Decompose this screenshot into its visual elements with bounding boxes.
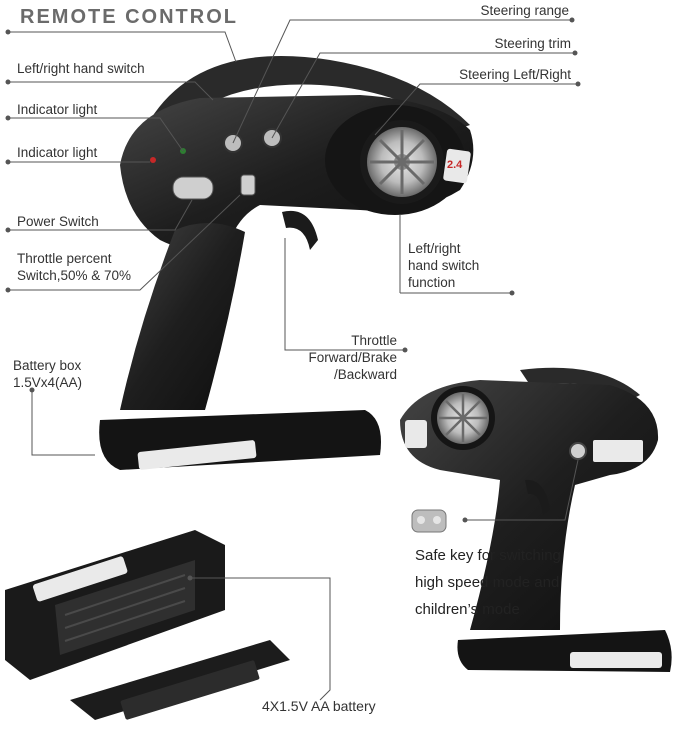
label-throttle-percent: Throttle percent Switch,50% & 70% xyxy=(17,251,132,283)
label-left-right-hand-switch: Left/right hand switch xyxy=(17,61,145,76)
throttle-trigger[interactable] xyxy=(282,210,318,250)
label-indicator-light-2: Indicator light xyxy=(17,145,98,160)
leader-lines xyxy=(8,19,579,701)
safe-key-slot[interactable] xyxy=(569,442,587,460)
label-throttle: Throttle Forward/Brake /Backward xyxy=(308,333,397,382)
label-steering-range: Steering range xyxy=(480,3,569,18)
radio-system-logo xyxy=(137,440,257,470)
label-hand-switch-function: Left/right hand switch function xyxy=(408,241,480,290)
safe-key-icon xyxy=(411,509,447,533)
page-title: REMOTE CONTROL xyxy=(20,6,238,28)
main-remote: 2.4 xyxy=(99,56,474,470)
label-safe-key: Safe key for switching high speed mode a… xyxy=(415,547,561,618)
leader-dots xyxy=(5,17,581,581)
throttle-percent-switch[interactable] xyxy=(240,174,256,196)
indicator-light-red xyxy=(150,157,156,163)
power-switch[interactable] xyxy=(172,176,214,200)
steering-wheel xyxy=(360,120,444,204)
label-battery: 4X1.5V AA battery xyxy=(262,698,376,714)
battery-box xyxy=(5,530,290,720)
side-remote xyxy=(400,367,672,672)
label-indicator-light-1: Indicator light xyxy=(17,102,98,117)
label-steering-trim: Steering trim xyxy=(494,36,571,51)
label-power-switch: Power Switch xyxy=(17,214,99,229)
label-battery-box: Battery box 1.5Vx4(AA) xyxy=(13,358,83,390)
freq-badge-main: 2.4 xyxy=(447,159,463,171)
label-steering-left-right: Steering Left/Right xyxy=(459,67,571,82)
